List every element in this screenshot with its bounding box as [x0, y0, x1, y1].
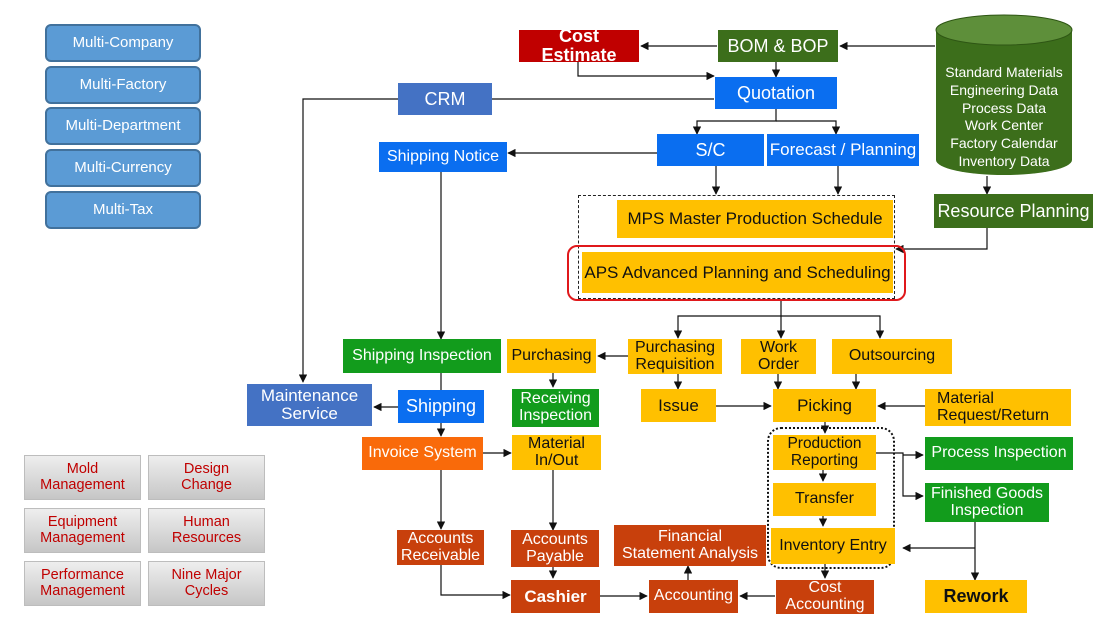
module-performance-management[interactable]: Performance Management — [24, 561, 141, 606]
node-accounting[interactable]: Accounting — [649, 580, 738, 613]
module-nine-major-cycles[interactable]: Nine Major Cycles — [148, 561, 265, 606]
production-group-frame — [767, 427, 895, 569]
node-bom-bop[interactable]: BOM & BOP — [718, 30, 838, 62]
node-issue[interactable]: Issue — [641, 389, 716, 422]
node-work-order[interactable]: Work Order — [741, 339, 816, 374]
node-shipping-inspection[interactable]: Shipping Inspection — [343, 339, 501, 373]
node-finished-goods-inspection[interactable]: Finished Goods Inspection — [925, 483, 1049, 522]
sidebar-item-multi-department[interactable]: Multi-Department — [45, 107, 201, 145]
node-inventory-entry[interactable]: Inventory Entry — [771, 528, 895, 564]
sidebar-item-multi-currency[interactable]: Multi-Currency — [45, 149, 201, 187]
node-transfer[interactable]: Transfer — [773, 483, 876, 516]
node-quotation[interactable]: Quotation — [715, 77, 837, 109]
node-purchasing[interactable]: Purchasing — [507, 339, 596, 373]
sidebar-item-multi-factory[interactable]: Multi-Factory — [45, 66, 201, 104]
aps-highlight-frame — [567, 245, 906, 301]
node-invoice-system[interactable]: Invoice System — [362, 437, 483, 470]
node-purchasing-requisition[interactable]: Purchasing Requisition — [628, 339, 722, 374]
cropped-header-fragment — [360, 0, 520, 4]
node-material-request-return[interactable]: Material Request/Return — [925, 389, 1071, 426]
node-accounts-payable[interactable]: Accounts Payable — [511, 530, 599, 567]
node-production-reporting[interactable]: Production Reporting — [773, 435, 876, 470]
node-cashier[interactable]: Cashier — [511, 580, 600, 613]
node-forecast-planning[interactable]: Forecast / Planning — [767, 134, 919, 166]
node-resource-planning[interactable]: Resource Planning — [934, 194, 1093, 228]
node-aps[interactable]: APS Advanced Planning and Scheduling — [582, 252, 893, 293]
module-design-change[interactable]: Design Change — [148, 455, 265, 500]
node-maintenance-service[interactable]: Maintenance Service — [247, 384, 372, 426]
node-shipping[interactable]: Shipping — [398, 390, 484, 423]
sidebar-item-multi-company[interactable]: Multi-Company — [45, 24, 201, 62]
node-accounts-receivable[interactable]: Accounts Receivable — [397, 530, 484, 565]
module-mold-management[interactable]: Mold Management — [24, 455, 141, 500]
node-financial-statement-analysis[interactable]: Financial Statement Analysis — [614, 525, 766, 566]
module-human-resources[interactable]: Human Resources — [148, 508, 265, 553]
sidebar-item-multi-tax[interactable]: Multi-Tax — [45, 191, 201, 229]
node-mps[interactable]: MPS Master Production Schedule — [617, 200, 893, 238]
node-sc[interactable]: S/C — [657, 134, 764, 166]
node-cost-accounting[interactable]: Cost Accounting — [776, 580, 874, 614]
database-cylinder-icon: Standard Materials Engineering Data Proc… — [935, 14, 1073, 176]
node-process-inspection[interactable]: Process Inspection — [925, 437, 1073, 470]
node-picking[interactable]: Picking — [773, 389, 876, 422]
node-rework[interactable]: Rework — [925, 580, 1027, 613]
node-cost-estimate[interactable]: Cost Estimate — [519, 30, 639, 62]
node-crm[interactable]: CRM — [398, 83, 492, 115]
node-material-in-out[interactable]: Material In/Out — [512, 435, 601, 470]
node-outsourcing[interactable]: Outsourcing — [832, 339, 952, 374]
node-receiving-inspection[interactable]: Receiving Inspection — [512, 389, 599, 427]
module-equipment-management[interactable]: Equipment Management — [24, 508, 141, 553]
database-data-list: Standard Materials Engineering Data Proc… — [945, 64, 1063, 169]
node-shipping-notice[interactable]: Shipping Notice — [379, 142, 507, 172]
planning-group-frame — [578, 195, 895, 299]
